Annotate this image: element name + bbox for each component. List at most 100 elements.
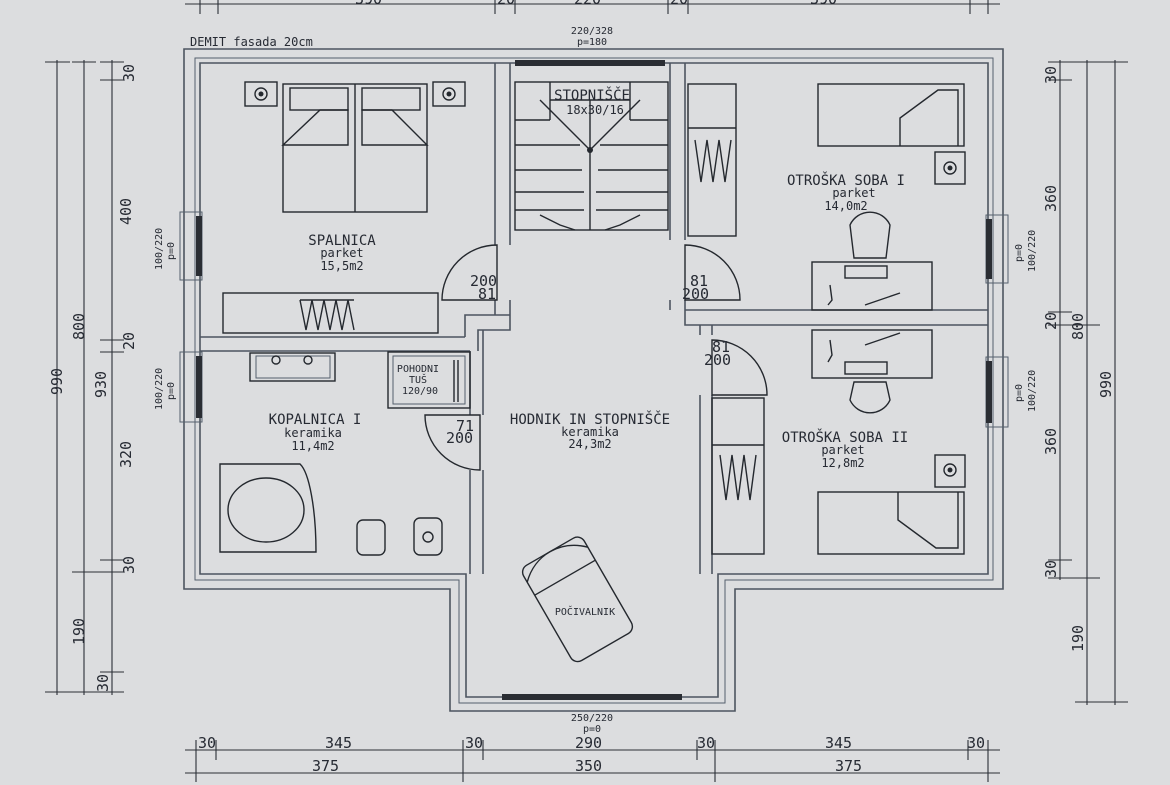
room-hall-name: HODNIK IN STOPNIŠČE [510,410,670,428]
bottom-dim1-1: 345 [325,734,352,752]
win-right-top-param: p=0 [1014,244,1025,262]
bottom-window-param: p=0 [583,724,601,735]
win-right-bottom-param: p=0 [1014,384,1025,402]
desk-kids-2 [811,329,933,379]
top-dim-2: 20 [497,0,515,8]
bed-kids-1 [817,83,965,147]
bottom-window-size: 250/220 [571,713,613,724]
left-dim-outer: 990 [48,368,66,395]
room-hall-area: 24,3m2 [568,437,611,451]
walk-in-shower [387,351,471,409]
toilet-2 [413,517,443,556]
left-dim-s4: 320 [117,441,135,468]
bed-kids-2 [817,491,965,555]
bottom-dim2-1: 350 [575,757,602,775]
left-dim-s7: 30 [94,674,112,692]
room-spalnica-floor: parket [320,246,363,260]
room-kids1-name: OTROŠKA SOBA I [787,171,905,189]
door-kids1-h: 200 [682,285,709,303]
win-left-bottom-param: p=0 [166,382,177,400]
left-dimension-lines: 990 800 930 30 400 20 320 30 190 30 [45,60,138,695]
left-dim-s1: 30 [120,64,138,82]
door-spalnica-h: 81 [478,285,496,303]
door-spalnica: 200 81 [441,244,498,303]
right-dim-s6: 190 [1069,625,1087,652]
stair-window [515,60,665,66]
room-spalnica-area: 15,5m2 [320,259,363,273]
desk-kids-1 [811,261,933,311]
bathtub [219,463,317,553]
room-bath-name: KOPALNICA I [269,412,362,428]
windows [179,60,1009,700]
room-kids1-area: 14,0m2 [824,199,867,213]
left-dim-s6: 190 [70,618,88,645]
right-dim-s1: 30 [1042,66,1060,84]
bathroom-fixtures: POHODNI TUŠ 120/90 [219,351,471,556]
bottom-dim1-6: 30 [967,734,985,752]
bottom-dim2-0: 375 [312,757,339,775]
left-dim-s3: 20 [120,332,138,350]
bottom-dimension-lines: 30 345 30 290 30 345 30 375 350 375 [185,734,1000,782]
left-dim-s5: 30 [120,556,138,574]
top-dim-5: 390 [810,0,837,8]
door-kids2-w: 81 [712,338,730,356]
room-hall-floor: keramika [561,425,619,439]
top-dim-4: 20 [670,0,688,8]
room-labels: SPALNICA parket 15,5m2 OTROŠKA SOBA I pa… [269,171,909,470]
room-kids1-floor: parket [832,186,875,200]
right-dimension-lines: 30 360 20 360 30 800 190 990 [1042,60,1128,705]
right-dim-mid: 800 [1069,313,1087,340]
door-kids-1: 81 200 [682,244,741,303]
kids-room-1-furniture [687,83,966,311]
win-left-bottom-size: 100/220 [154,368,165,410]
door-kids1-w: 81 [690,272,708,290]
win-left-top-size: 100/220 [154,228,165,270]
shower-line3: 120/90 [402,386,438,397]
door-spalnica-w: 200 [470,272,497,290]
shower-line2: TUŠ [409,373,427,386]
bottom-dim1-5: 345 [825,734,852,752]
kids-room-2-furniture [711,329,966,555]
top-dim-1: 390 [355,0,382,8]
stair-window-param: p=180 [577,37,607,48]
room-bath-floor: keramika [284,426,342,440]
room-kids2-name: OTROŠKA SOBA II [782,428,908,446]
bedroom-wardrobe [222,292,439,334]
top-dimension-line: 390 20 220 20 390 [185,0,1000,14]
staircase: STOPNIŠČE 18x30/16 [514,81,669,231]
right-dim-s2: 360 [1042,185,1060,212]
right-dim-s5: 30 [1042,560,1060,578]
wardrobe-kids-1 [687,83,737,237]
bottom-dim1-0: 30 [198,734,216,752]
window-bottom [502,694,682,700]
win-right-top-size: 100/220 [1027,230,1038,272]
sink [249,352,336,382]
room-kids2-area: 12,8m2 [821,456,864,470]
door-bathroom: 71 200 [424,414,481,471]
win-left-top-param: p=0 [166,242,177,260]
door-kids2-h: 200 [704,351,731,369]
nightstands [244,81,466,107]
lounger-label: POČIVALNIK [555,605,615,618]
room-kids2-floor: parket [821,443,864,457]
stair-window-size: 220/328 [571,26,613,37]
wardrobe-kids-2 [711,397,765,555]
bottom-dim1-4: 30 [697,734,715,752]
stair-spec: 18x30/16 [566,103,624,117]
room-spalnica-name: SPALNICA [308,233,376,249]
demit-note: DEMIT fasada 20cm [190,35,313,49]
toilet-1 [356,519,386,556]
left-dim-mid: 800 [70,313,88,340]
top-dim-3: 220 [574,0,601,8]
win-right-bottom-size: 100/220 [1027,370,1038,412]
door-bath-w: 71 [456,417,474,435]
bottom-dim2-2: 375 [835,757,862,775]
double-bed [281,83,429,213]
right-dim-outer: 990 [1097,371,1115,398]
door-bath-h: 200 [446,429,473,447]
shower-line1: POHODNI [397,364,439,375]
right-dim-s3: 20 [1042,312,1060,330]
stair-name: STOPNIŠČE [554,86,630,104]
bottom-dim1-3: 290 [575,734,602,752]
